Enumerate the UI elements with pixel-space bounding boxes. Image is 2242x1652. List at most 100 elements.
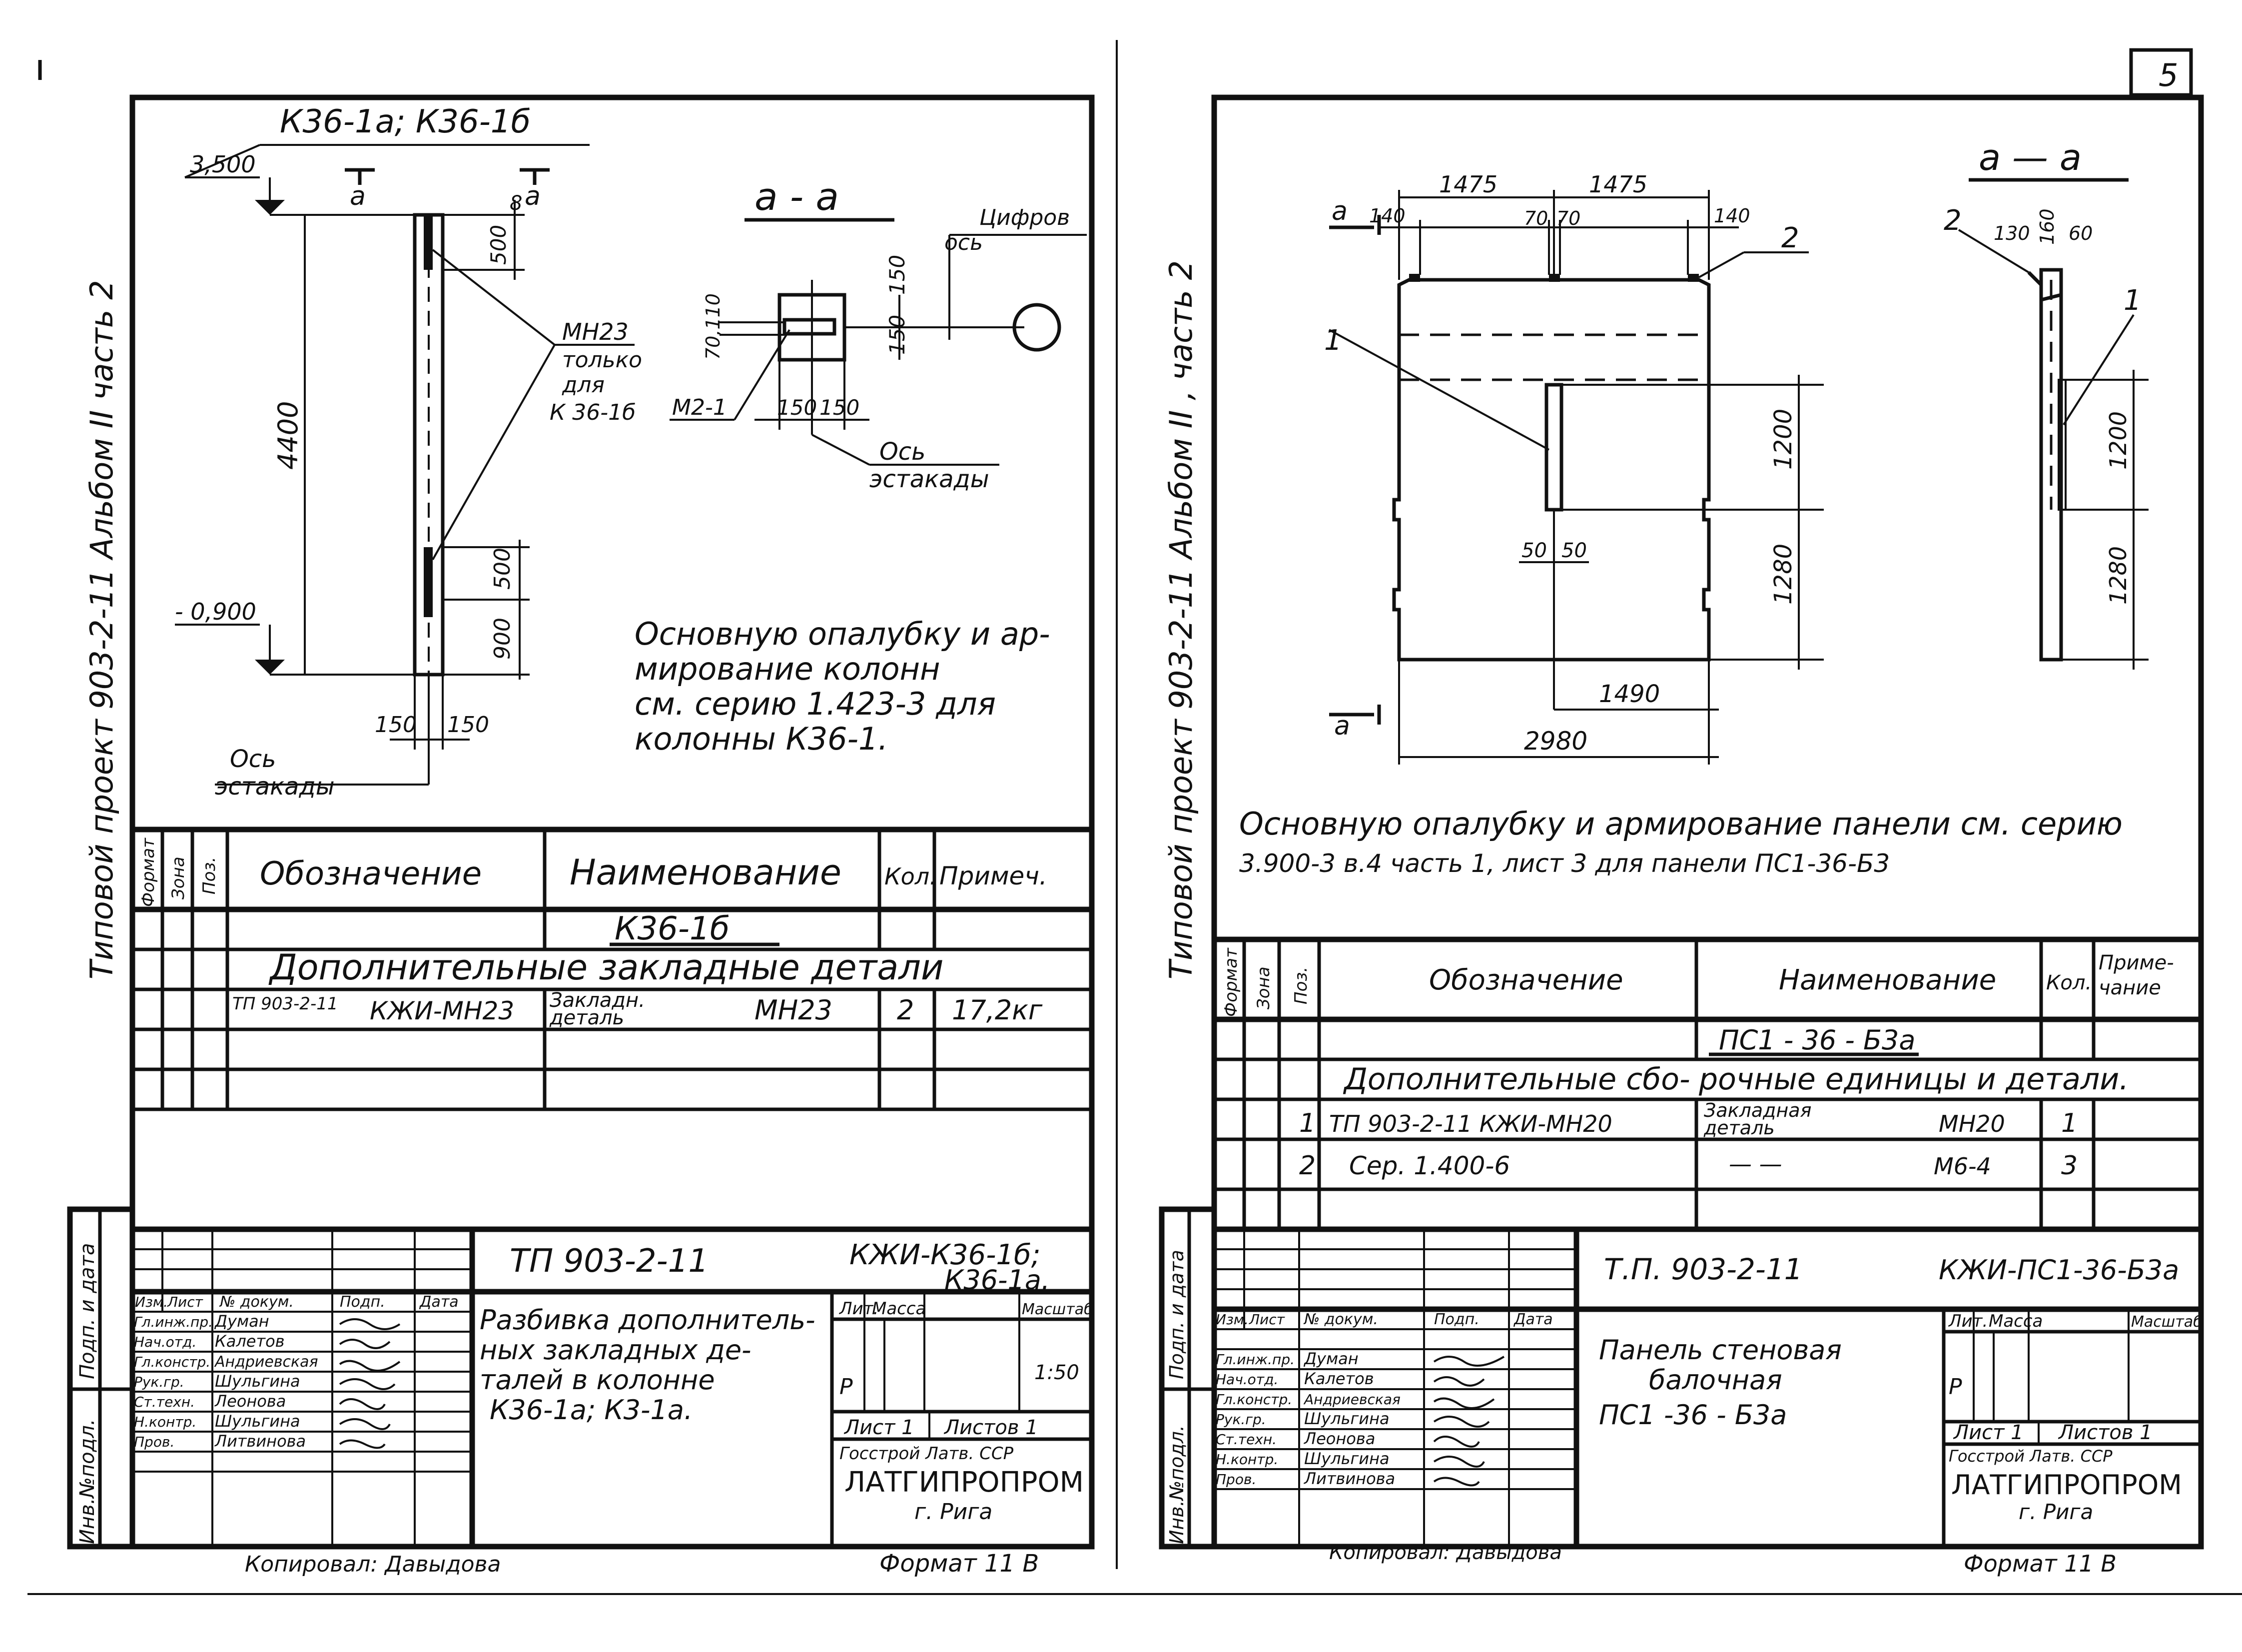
side-label-1-leader [2063,314,2135,426]
part-leader [734,329,790,421]
dim-top-offset: 8 [510,192,522,215]
rtb-col-date: Дата [1513,1311,1553,1328]
left-desc-1: Разбивка дополнитель- [480,1304,815,1336]
front-edge-r: 140 [1714,205,1750,227]
rtb-role-5: Ст.техн. [1216,1431,1277,1448]
front-label-2-leader [1698,251,1744,278]
left-format: Формат 11 В [879,1550,1039,1578]
tb-name-5: Леонова [214,1392,286,1411]
section-dim-offset: 70,110 [702,293,724,360]
spec-row-name-1: Закладн. [550,989,645,1012]
left-signatures [339,1318,401,1449]
left-note-3: см. серию 1.423-3 для [635,686,996,722]
right-copied: Копировал: Давыдова [1329,1541,1562,1564]
spec-header-qty: Кол. [884,863,937,890]
spec-side-pos: Поз. [199,857,219,894]
tb-role-4: Рук.гр. [134,1374,184,1390]
spec-row-note: 17,2кг [952,994,1043,1026]
embedded-part-top [424,215,433,270]
tb-col-date: Дата [419,1293,459,1311]
rtb-role-2: Нач.отд. [1216,1371,1278,1388]
axis-digit-1: Цифров [979,205,1070,230]
rspec-row1-mark: МН20 [1939,1110,2005,1137]
rspec-header-designation: Обозначение [1429,964,1623,996]
rspec-row2-mark: М6-4 [1934,1153,1991,1180]
axis-bubble [1012,303,1061,352]
rspec-row1-pos: 1 [1299,1108,1316,1138]
rtb-city: г. Рига [2019,1500,2093,1524]
rspec-section-b: рочные единицы и детали. [1698,1062,2129,1097]
tb-col-doc: № докум. [219,1293,294,1311]
rspec-row1-name-2: деталь [1703,1117,1775,1139]
rspec-header-name: Наименование [1779,964,1996,996]
tb-col-sign: Подп. [340,1293,385,1311]
spec-row-doc: ТП 903-2-11 [232,994,338,1014]
rspec-section-a: Дополнительные сбо- [1343,1062,1690,1097]
left-frame [129,94,1095,1550]
section-mark-left: а [350,181,366,211]
side-label-2: 2 [1944,204,1962,237]
left-side-label-sign: Подп. и дата [76,1243,99,1379]
tb-org-small: Госстрой Латв. ССР [839,1444,1014,1464]
callout-line-3: для [562,372,605,398]
tb-sheets: Листов 1 [943,1416,1038,1439]
side-part-1 [2058,379,2067,511]
rspec-header-qty: Кол. [2046,971,2092,994]
tb-name-6: Шульгина [215,1412,300,1431]
rtb-stage: Р [1949,1374,1962,1400]
section-axis-1: Ось [879,438,925,466]
left-note-2: мирование колонн [635,651,940,687]
rtb-name-7: Литвинова [1304,1469,1395,1488]
side-d160: 160 [2036,208,2058,245]
rtb-org: ЛАТГИПРОПРОМ [1951,1469,2182,1501]
right-desc-3: ПС1 -36 - Б3а [1599,1399,1787,1431]
side-label-1: 1 [2124,284,2142,317]
axis-label-2: эстакады [215,773,335,801]
front-edge-l: 140 [1369,205,1406,227]
section-w-right: 150 [819,395,859,420]
front-h-low: 1280 [1769,544,1797,605]
tb-col-list: Лист [167,1294,203,1310]
rtb-role-4: Рук.гр. [1216,1411,1266,1428]
left-note-4: колонны К36-1. [635,721,888,757]
tb-role-6: Н.контр. [134,1414,196,1430]
tb-scale: 1:50 [1034,1361,1079,1384]
spec-header-designation: Обозначение [260,855,482,892]
spec-group: К36-1б [615,910,730,947]
dim-total: 4400 [272,401,304,470]
side-d60: 60 [2069,222,2093,244]
front-half-l: 1475 [1439,171,1497,198]
spec-row-mark: МН23 [754,994,832,1026]
rtb-col-izm: Изм. [1216,1311,1249,1328]
tb-role-2: Нач.отд. [134,1334,196,1350]
callout-line-4: К 36-1б [550,400,636,425]
rspec-row1-name-1: Закладная [1704,1099,1811,1121]
callout-line-2: только [562,347,642,373]
rtb-name-3: Андриевская [1303,1391,1401,1408]
tb-name-4: Шульгина [215,1372,300,1391]
side-top-lip [2027,271,2062,302]
spec-header-note: Примеч. [939,861,1047,890]
rtb-col-list: Лист [1249,1311,1285,1328]
left-side-label-inv: Инв.№подл. [76,1419,99,1544]
spec-row-qty: 2 [897,994,914,1026]
left-code-2: К36-1а. [944,1264,1050,1296]
section-title: а - а [754,174,839,219]
tb-name-7: Литвинова [214,1432,306,1451]
level-marker-bottom [255,660,285,675]
side-h-up: 1200 [2105,411,2132,470]
panel-part-1 [1544,383,1563,512]
right-format: Формат 11 В [1964,1550,2117,1577]
rspec-row2-qty: 3 [2061,1151,2078,1181]
rspec-row2-name: — — [1729,1150,1782,1177]
rtb-name-1: Думан [1303,1349,1359,1368]
front-offs-r: 50 [1561,539,1587,562]
panel-part-2-right [1688,274,1699,282]
callout-leader-1 [432,249,556,346]
right-signatures [1433,1356,1505,1487]
rtb-role-7: Пров. [1216,1471,1256,1488]
side-h-low: 1280 [2105,546,2132,605]
tb-col-izm: Изм. [135,1294,168,1310]
rtb-col-doc: № докум. [1303,1311,1378,1328]
